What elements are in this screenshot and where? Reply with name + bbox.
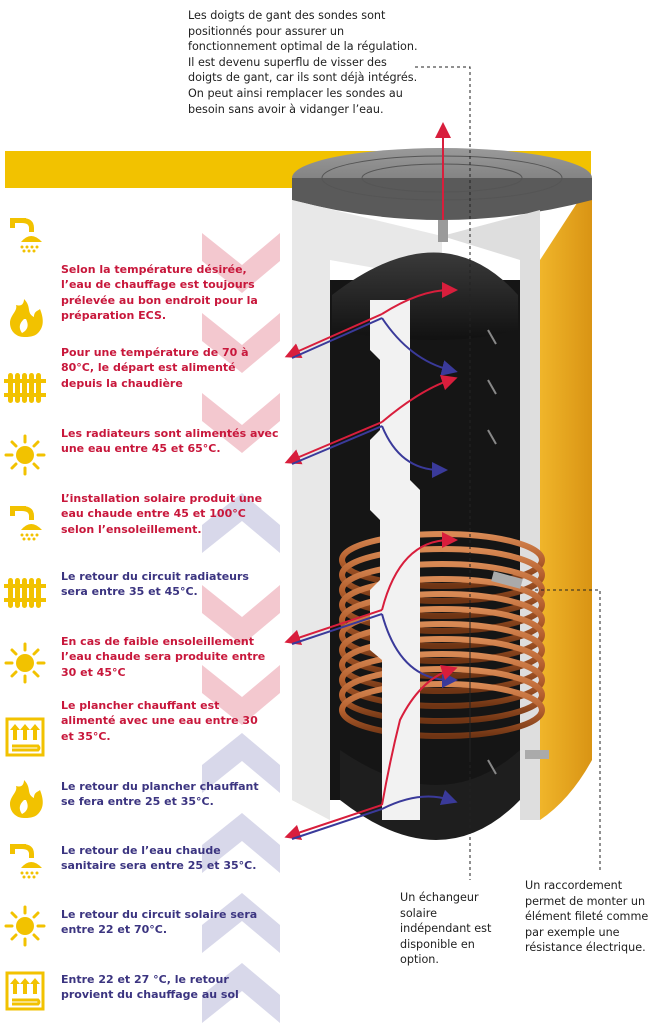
- text-dhw-return: Le retour de l’eau chaude sanitaire sera…: [61, 844, 257, 873]
- cold-chevrons: [202, 493, 280, 1023]
- insulation-cut-left: [292, 200, 442, 820]
- text-solar-production: L’installation solaire produit une eau c…: [61, 492, 263, 536]
- sun-icon: [4, 434, 46, 476]
- sensor-sleeve: [487, 759, 497, 775]
- floor-heating-icon: [4, 716, 46, 758]
- hot-internal-arrow: [381, 374, 458, 423]
- chevron-up: [202, 813, 280, 873]
- chevron-up: [202, 963, 280, 1023]
- text-ecs-selection: Selon la température désirée, l’eau de c…: [61, 263, 258, 323]
- floor-supply-arrow: [284, 609, 383, 646]
- text-solar-return: Le retour du circuit solaire sera entre …: [61, 908, 258, 937]
- chevron-down: [202, 585, 280, 645]
- sensor-callout-line: [415, 66, 471, 760]
- coil-turn: [339, 546, 545, 604]
- chevron-up: [202, 893, 280, 953]
- sun-icon: [4, 642, 46, 684]
- sensor-sleeve: [487, 429, 497, 445]
- radiator-icon: [4, 570, 46, 612]
- coil-outlet-pipe: [525, 750, 549, 759]
- hot-internal-arrow: [381, 664, 458, 806]
- sensor-sleeve: [487, 329, 497, 345]
- chevron-down: [202, 393, 280, 453]
- chevron-up: [202, 493, 280, 553]
- coil-turn: [339, 576, 545, 634]
- coil-turn: [339, 591, 545, 649]
- chevron-down: [202, 665, 280, 725]
- coil-turn: [339, 651, 545, 709]
- text-radiators-return: Le retour du circuit radiateurs sera ent…: [61, 570, 249, 599]
- sensor-sleeve-note: Les doigts de gant des sondes sont posit…: [188, 9, 418, 116]
- sensor-sleeve: [487, 379, 497, 395]
- electric-element-connection: [491, 571, 523, 589]
- exchanger-note: Un échangeur solaire indépendant est dis…: [400, 891, 492, 967]
- chevron-down: [202, 233, 280, 293]
- text-floor-heating-return: Entre 22 et 27 °C, le retour provient du…: [61, 973, 239, 1002]
- radiator-icon: [4, 365, 46, 407]
- text-floor-return: Le retour du plancher chauffant se fera …: [61, 780, 259, 809]
- shower-icon: [4, 838, 46, 880]
- solar-return-line: [291, 808, 383, 840]
- cold-return-line: [291, 317, 383, 359]
- hot-internal-arrow: [381, 532, 458, 611]
- cold-internal-arrow: [381, 789, 458, 810]
- hot-internal-arrow: [381, 282, 458, 315]
- stratification-baffle: [370, 300, 420, 820]
- hot-supply-arrow: [284, 313, 383, 359]
- flow-chevrons: [202, 233, 280, 1023]
- flame-icon: [4, 297, 46, 339]
- flame-icon: [4, 778, 46, 820]
- top-outlet-pipe: [438, 220, 448, 242]
- text-floor-supply: Le plancher chauffant est alimenté avec …: [61, 699, 258, 743]
- text-low-sun-production: En cas de faible ensoleillement l’eau ch…: [61, 635, 266, 679]
- radiator-supply-arrow: [284, 421, 383, 465]
- chevron-down: [202, 313, 280, 373]
- tank-jacket: [540, 180, 592, 820]
- tank-illustration: [284, 66, 601, 880]
- shower-icon: [4, 212, 46, 254]
- cold-internal-arrow: [381, 425, 448, 478]
- text-radiators-supply: Les radiateurs sont alimentés avec une e…: [61, 427, 279, 456]
- radiator-return-line: [291, 425, 383, 465]
- coil-turn: [339, 606, 545, 664]
- solar-supply-arrow: [284, 804, 383, 841]
- cold-internal-arrow: [381, 317, 458, 376]
- shower-icon: [4, 500, 46, 542]
- floor-heating-icon: [4, 970, 46, 1012]
- chevron-up: [202, 733, 280, 793]
- coil-turn: [339, 636, 545, 694]
- text-boiler-supply: Pour une température de 70 à 80°C, le dé…: [61, 346, 249, 390]
- hot-chevrons: [202, 233, 280, 725]
- connection-note: Un raccordement permet de monter un élém…: [525, 879, 649, 955]
- cold-internal-arrow: [381, 613, 458, 688]
- floor-return-line: [291, 613, 383, 645]
- sun-icon: [4, 905, 46, 947]
